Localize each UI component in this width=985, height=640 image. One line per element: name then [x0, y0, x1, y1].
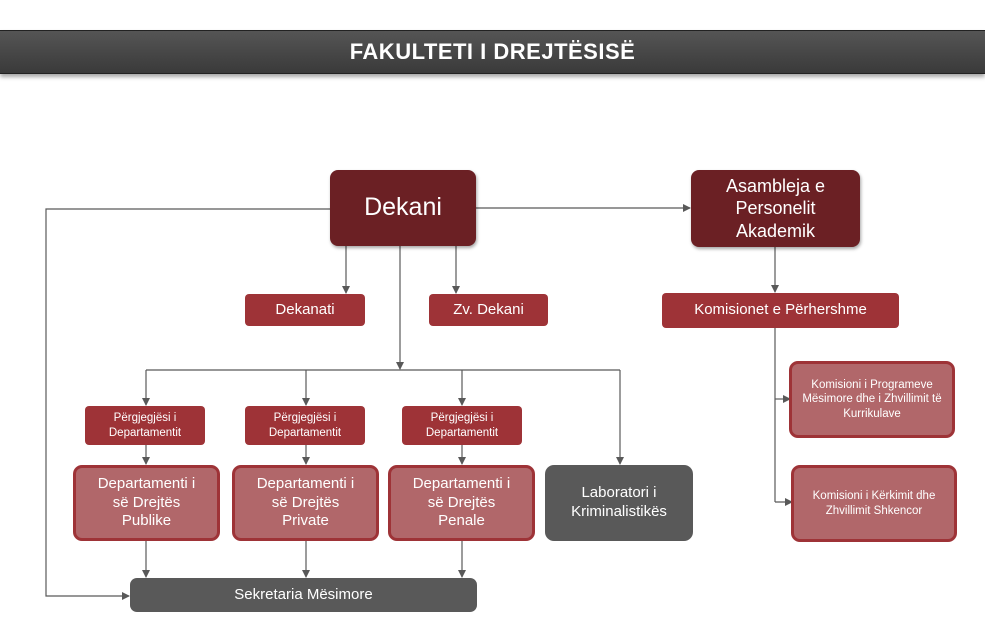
node-sekretaria: Sekretaria Mësimore: [130, 578, 477, 612]
edge-dekani-sekretaria: [45, 208, 330, 600]
title-banner: FAKULTETI I DREJTËSISË: [0, 30, 985, 74]
node-komisioni-kerkimit: Komisioni i Kërkimit dhe Zhvillimit Shke…: [791, 465, 957, 542]
node-zv-dekani: Zv. Dekani: [429, 294, 548, 326]
node-komisionet: Komisionet e Përhershme: [662, 293, 899, 328]
node-dekani: Dekani: [330, 170, 476, 246]
node-laboratori: Laboratori i Kriminalistikës: [545, 465, 693, 541]
page-title: FAKULTETI I DREJTËSISË: [349, 39, 636, 64]
node-asambleja: Asambleja e Personelit Akademik: [691, 170, 860, 247]
node-pergjegjesi-publike: Përgjegjësi i Departamentit: [85, 406, 205, 445]
node-dekanati: Dekanati: [245, 294, 365, 326]
node-dep-private: Departamenti i së Drejtës Private: [232, 465, 379, 541]
node-dep-publike: Departamenti i së Drejtës Publike: [73, 465, 220, 541]
node-pergjegjesi-penale: Përgjegjësi i Departamentit: [402, 406, 522, 445]
node-dep-penale: Departamenti i së Drejtës Penale: [388, 465, 535, 541]
node-komisioni-programeve: Komisioni i Programeve Mësimore dhe i Zh…: [789, 361, 955, 438]
node-pergjegjesi-private: Përgjegjësi i Departamentit: [245, 406, 365, 445]
